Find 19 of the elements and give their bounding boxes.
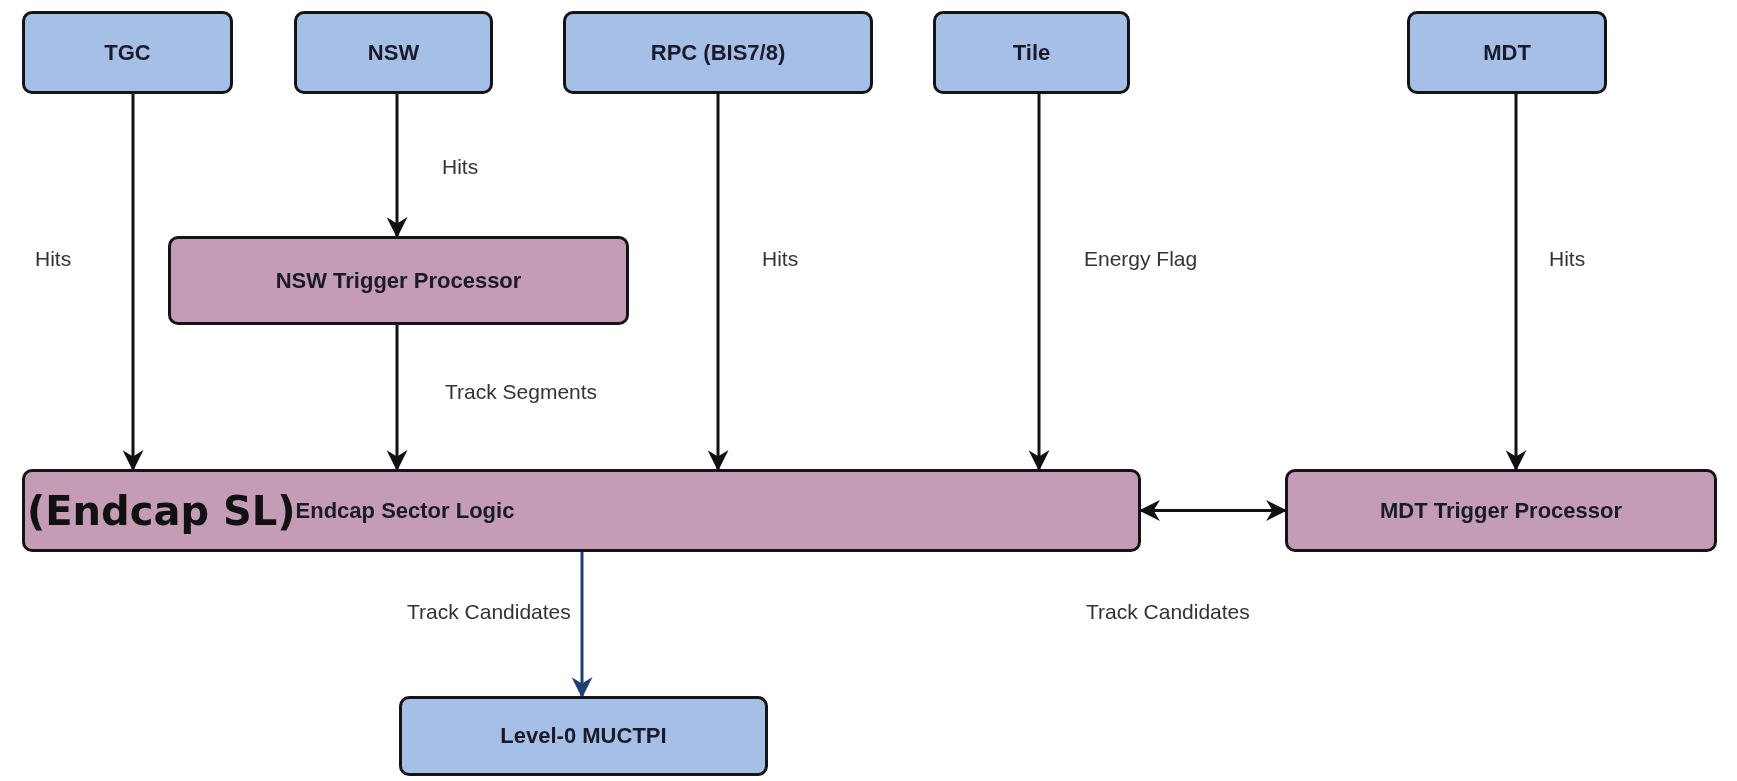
box-label: NSW [367,39,420,66]
box-label: TGC [104,39,151,66]
process-box [399,696,768,776]
process-box [168,236,629,325]
box-label: MDT [1483,39,1531,66]
process-box [563,11,873,94]
process-box [1285,469,1717,552]
process-box [294,11,493,94]
box-label: Endcap Sector Logic [295,497,515,524]
process-box [1407,11,1607,94]
box-label: RPC (BIS7/8) [650,39,786,66]
process-box [22,11,233,94]
box-label: Tile [1012,39,1051,66]
process-box [933,11,1130,94]
box-label: MDT Trigger Processor [1379,497,1623,524]
box-label: Level-0 MUCTPI [500,723,667,749]
process-box [22,469,1141,552]
abbreviation-label: (Endcap SL) [27,487,296,534]
box-label: NSW Trigger Processor [275,267,522,294]
